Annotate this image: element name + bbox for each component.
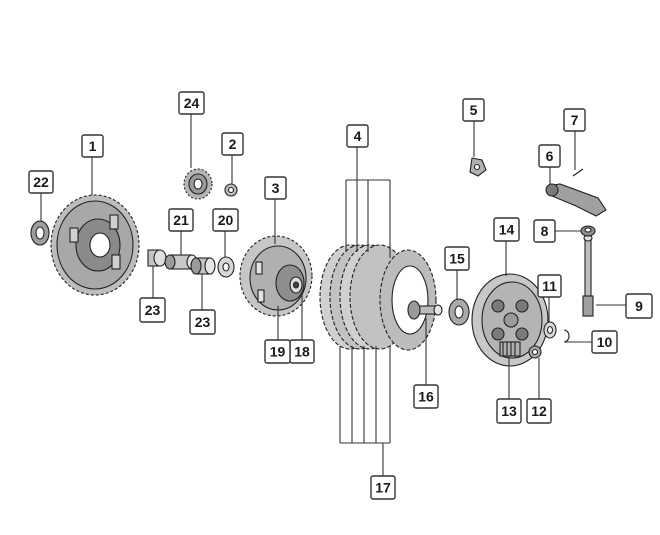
part-15-bearing bbox=[448, 298, 470, 326]
parts bbox=[30, 157, 607, 367]
callout-23-left: 23 bbox=[139, 297, 166, 323]
callout-17: 17 bbox=[370, 475, 396, 500]
part-14-pressure-plate bbox=[471, 273, 549, 367]
svg-text:23: 23 bbox=[145, 302, 161, 318]
part-8-seal bbox=[580, 225, 596, 237]
part-23-bearing-middle bbox=[190, 257, 216, 275]
svg-text:12: 12 bbox=[531, 403, 547, 419]
part-10-circlip bbox=[563, 329, 570, 343]
callout-14: 14 bbox=[493, 217, 520, 242]
svg-text:16: 16 bbox=[418, 389, 434, 405]
part-3-clutch-hub bbox=[239, 235, 313, 317]
part-23-bearing-left bbox=[147, 249, 167, 267]
part-5-bracket bbox=[469, 157, 487, 177]
callout-1: 1 bbox=[81, 134, 104, 158]
svg-text:21: 21 bbox=[173, 212, 189, 228]
callout-15: 15 bbox=[444, 246, 470, 271]
callout-24: 24 bbox=[178, 91, 205, 115]
svg-text:6: 6 bbox=[546, 148, 554, 164]
leader-lines bbox=[40, 114, 626, 476]
part-6-lever bbox=[545, 183, 607, 217]
svg-text:15: 15 bbox=[449, 251, 465, 267]
part-24-gear bbox=[183, 168, 213, 200]
callout-21: 21 bbox=[168, 208, 194, 232]
svg-text:22: 22 bbox=[33, 174, 49, 190]
callout-22: 22 bbox=[28, 170, 54, 194]
callout-23-middle: 23 bbox=[189, 309, 216, 335]
part-16-push-rod bbox=[407, 300, 443, 320]
callout-5: 5 bbox=[462, 98, 485, 122]
part-12-bolt bbox=[528, 345, 542, 359]
svg-text:2: 2 bbox=[229, 136, 237, 152]
svg-text:5: 5 bbox=[470, 102, 478, 118]
part-11-washer bbox=[543, 321, 557, 339]
callout-4: 4 bbox=[346, 124, 369, 148]
svg-text:1: 1 bbox=[89, 138, 97, 154]
part-2-nut bbox=[224, 183, 238, 197]
svg-text:9: 9 bbox=[635, 298, 643, 314]
part-22-seal bbox=[30, 220, 50, 246]
svg-text:17: 17 bbox=[375, 480, 391, 496]
callout-13: 13 bbox=[496, 398, 522, 424]
callout-10: 10 bbox=[591, 330, 618, 354]
part-1-clutch-housing bbox=[50, 194, 140, 296]
callout-6: 6 bbox=[538, 144, 561, 168]
part-13-springs bbox=[499, 341, 521, 357]
svg-text:3: 3 bbox=[272, 180, 280, 196]
svg-text:20: 20 bbox=[218, 212, 234, 228]
callout-16: 16 bbox=[413, 384, 439, 409]
callout-9: 9 bbox=[625, 293, 653, 319]
svg-text:23: 23 bbox=[195, 314, 211, 330]
svg-text:11: 11 bbox=[542, 278, 557, 294]
part-9-shaft bbox=[582, 234, 594, 317]
callout-20: 20 bbox=[212, 208, 239, 232]
callout-12: 12 bbox=[526, 398, 552, 424]
svg-text:13: 13 bbox=[501, 403, 517, 419]
part-4-17-clutch-plates bbox=[319, 244, 437, 351]
callout-19: 19 bbox=[264, 339, 291, 364]
svg-text:19: 19 bbox=[270, 344, 286, 360]
svg-text:14: 14 bbox=[499, 222, 515, 238]
callout-11: 11 bbox=[537, 274, 562, 298]
svg-text:18: 18 bbox=[294, 344, 310, 360]
callout-3: 3 bbox=[264, 176, 287, 200]
callout-8: 8 bbox=[533, 219, 556, 243]
svg-text:24: 24 bbox=[184, 95, 200, 111]
callout-18: 18 bbox=[289, 339, 315, 364]
part-20-washer bbox=[217, 256, 235, 278]
part-7-pin bbox=[572, 168, 584, 177]
svg-text:10: 10 bbox=[597, 334, 613, 350]
svg-text:4: 4 bbox=[354, 128, 362, 144]
svg-text:8: 8 bbox=[541, 223, 549, 239]
callout-2: 2 bbox=[221, 132, 244, 156]
svg-text:7: 7 bbox=[571, 112, 579, 128]
callout-7: 7 bbox=[563, 108, 586, 132]
